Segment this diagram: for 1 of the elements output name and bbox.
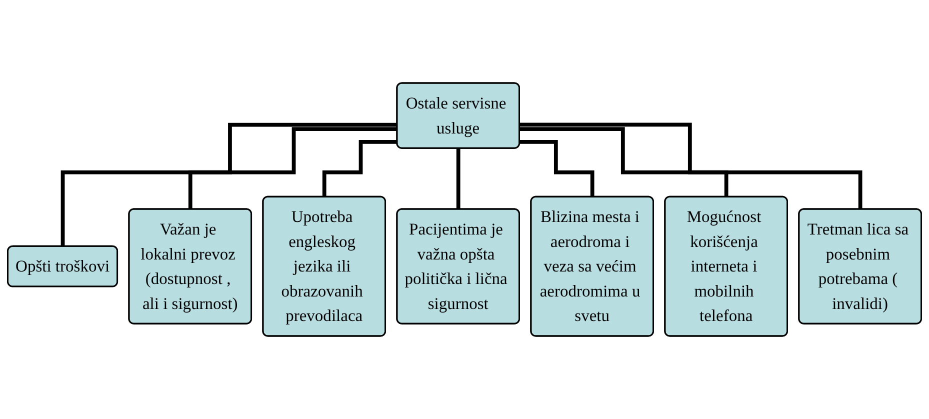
connector — [456, 146, 460, 212]
